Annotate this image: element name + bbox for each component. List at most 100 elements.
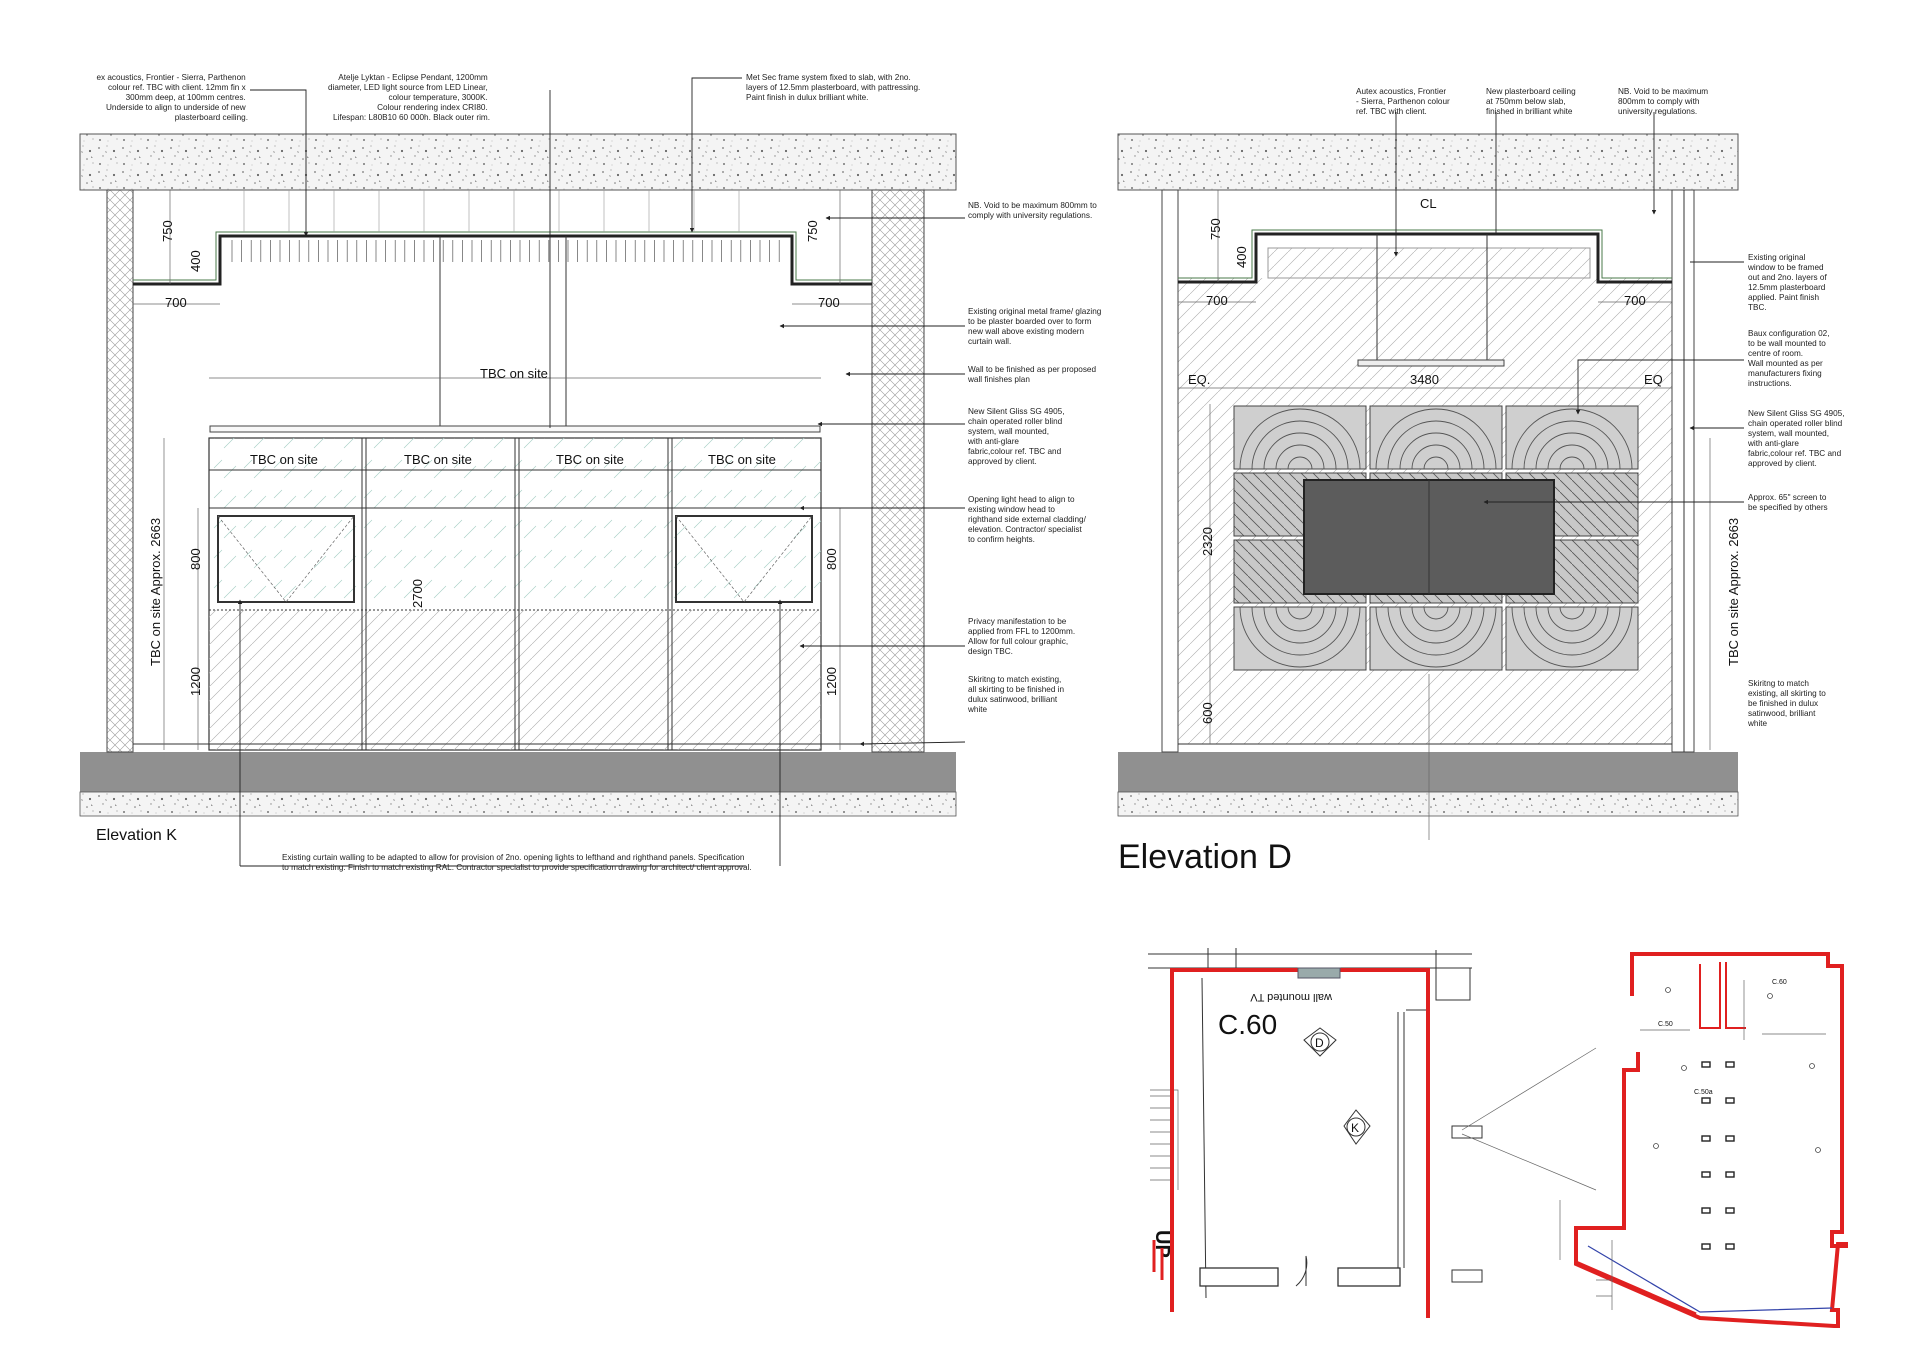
note-window-d: Existing original window to be framed ou… bbox=[1747, 253, 1829, 312]
d-dimensions: CL 750 400 700 700 EQ. 3480 EQ 2320 600 … bbox=[1178, 190, 1741, 750]
note-void: NB. Void to be maximum 800mm to comply w… bbox=[968, 201, 1099, 220]
dim-eq-right: EQ bbox=[1644, 372, 1663, 387]
wall-tv-plan bbox=[1297, 967, 1341, 979]
baux-arc bbox=[1399, 432, 1473, 470]
key-plan-boundary bbox=[1574, 952, 1848, 1328]
acoustic-raft-d bbox=[1267, 247, 1591, 279]
floor-screed bbox=[79, 791, 957, 817]
dim-tbc-panel-2: TBC on site bbox=[404, 452, 472, 467]
dim-3480: 3480 bbox=[1410, 372, 1439, 387]
note-metsec: Met Sec frame system fixed to slab, with… bbox=[746, 73, 923, 102]
baux-arc bbox=[1547, 444, 1597, 470]
elevation-d: CL 750 400 700 700 EQ. 3480 EQ 2320 600 … bbox=[1117, 87, 1847, 876]
note-void-d: NB. Void to be maximum 800mm to comply w… bbox=[1618, 87, 1710, 116]
ceiling-slab bbox=[79, 133, 957, 191]
baux-arc bbox=[1375, 606, 1497, 668]
radiator-right bbox=[1337, 1267, 1401, 1287]
dim-700-left: 700 bbox=[165, 295, 187, 310]
right-wall bbox=[871, 189, 925, 753]
light-fitting bbox=[1725, 1243, 1735, 1250]
key-room-c60: C.60 bbox=[1772, 979, 1787, 986]
ceiling-point bbox=[1809, 1063, 1815, 1069]
baux-arc bbox=[1423, 456, 1449, 470]
note-blind-d: New Silent Gliss SG 4905, chain operated… bbox=[1747, 409, 1847, 468]
window-column-d bbox=[1671, 189, 1695, 753]
wall-tv-label: wall mounted TV bbox=[1250, 991, 1333, 1003]
ceiling-point bbox=[1681, 1065, 1687, 1071]
opening-light-right bbox=[675, 515, 813, 603]
left-wall bbox=[106, 189, 134, 753]
dim-2700: 2700 bbox=[410, 579, 425, 608]
acoustic-fins bbox=[231, 240, 780, 262]
baux-arc bbox=[1559, 456, 1585, 470]
note-curtain-walling: Existing curtain walling to be adapted t… bbox=[282, 853, 752, 872]
dim-eq-left: EQ. bbox=[1188, 372, 1210, 387]
dim-1200-right: 1200 bbox=[824, 667, 839, 696]
baux-arc bbox=[1251, 420, 1349, 470]
key-plan: C.50 C.60 C.50a bbox=[1559, 952, 1848, 1328]
baux-arc bbox=[1251, 606, 1349, 656]
baux-arc bbox=[1523, 606, 1621, 656]
ceiling-hangers bbox=[243, 190, 740, 232]
baux-arc bbox=[1387, 606, 1485, 656]
dim-400: 400 bbox=[188, 250, 203, 272]
ceiling-point bbox=[1665, 987, 1671, 993]
elevation-d-title: Elevation D bbox=[1118, 838, 1292, 876]
ceiling-point bbox=[1815, 1147, 1821, 1153]
note-skirting-d: Skiritng to match existing, all skirting… bbox=[1747, 679, 1828, 728]
light-fitting bbox=[1701, 1061, 1711, 1068]
light-fitting bbox=[1725, 1135, 1735, 1142]
baux-arc bbox=[1559, 606, 1585, 620]
note-pendant: Atelje Lyktan - Eclipse Pendant, 1200mm … bbox=[328, 73, 490, 122]
dim-tbc-panel-4: TBC on site bbox=[708, 452, 776, 467]
baux-panel bbox=[1505, 606, 1639, 671]
light-fitting bbox=[1701, 1135, 1711, 1142]
dim-overall-height-d: TBC on site Approx. 2663 bbox=[1726, 518, 1741, 666]
elevation-marker-d: D bbox=[1303, 1027, 1337, 1057]
stair-up-label: UP bbox=[1151, 1230, 1173, 1258]
dim-750-d: 750 bbox=[1208, 218, 1223, 240]
baux-panel bbox=[1233, 606, 1367, 671]
key-room-c50a: C.50a bbox=[1694, 1089, 1713, 1096]
baux-panel bbox=[1369, 405, 1503, 470]
baux-arc bbox=[1375, 408, 1497, 470]
floor-slab bbox=[80, 752, 956, 792]
baux-arc bbox=[1511, 606, 1633, 668]
opening-light-left bbox=[217, 515, 355, 603]
note-autex-d: Autex acoustics, Frontier - Sierra, Part… bbox=[1356, 87, 1452, 116]
dim-overall-height: TBC on site Approx. 2663 bbox=[148, 518, 163, 666]
baux-panel bbox=[1369, 606, 1503, 671]
pendant-d bbox=[1357, 359, 1505, 367]
dim-700-d-left: 700 bbox=[1206, 293, 1228, 308]
light-fitting bbox=[1725, 1097, 1735, 1104]
dim-750-right: 750 bbox=[805, 220, 820, 242]
dim-700-right: 700 bbox=[818, 295, 840, 310]
note-ceiling-d: New plasterboard ceiling at 750mm below … bbox=[1486, 87, 1578, 116]
baux-arc bbox=[1547, 606, 1597, 632]
dim-700-d-right: 700 bbox=[1624, 293, 1646, 308]
dim-800-right: 800 bbox=[824, 548, 839, 570]
door-swing bbox=[1295, 1255, 1308, 1287]
room-plan-c60: UP wall mounted TV C.60 D K bbox=[1148, 948, 1597, 1318]
radiator-left bbox=[1199, 1267, 1279, 1287]
floor-slab-d bbox=[1118, 752, 1738, 792]
baux-arc bbox=[1387, 420, 1485, 470]
note-skirting: Skiritng to match existing, all skirting… bbox=[967, 675, 1066, 714]
baux-arc bbox=[1399, 606, 1473, 644]
light-fitting bbox=[1701, 1171, 1711, 1178]
baux-arc bbox=[1275, 606, 1325, 632]
d-leaders bbox=[1393, 112, 1744, 505]
plasterboard-ceiling bbox=[133, 234, 872, 286]
stair bbox=[1150, 1089, 1179, 1190]
note-opening-light: Opening light head to align to existing … bbox=[968, 495, 1088, 544]
ceiling-slab-d bbox=[1117, 133, 1739, 191]
dim-tbc-panel-3: TBC on site bbox=[556, 452, 624, 467]
baux-arc bbox=[1535, 606, 1609, 644]
baux-arc bbox=[1263, 432, 1337, 470]
light-fitting bbox=[1701, 1243, 1711, 1250]
marker-d-label: D bbox=[1315, 1036, 1324, 1050]
left-wall-d bbox=[1161, 189, 1179, 753]
light-fittings bbox=[1653, 987, 1821, 1250]
note-screen-d: Approx. 65" screen to be specified by ot… bbox=[1748, 493, 1829, 512]
